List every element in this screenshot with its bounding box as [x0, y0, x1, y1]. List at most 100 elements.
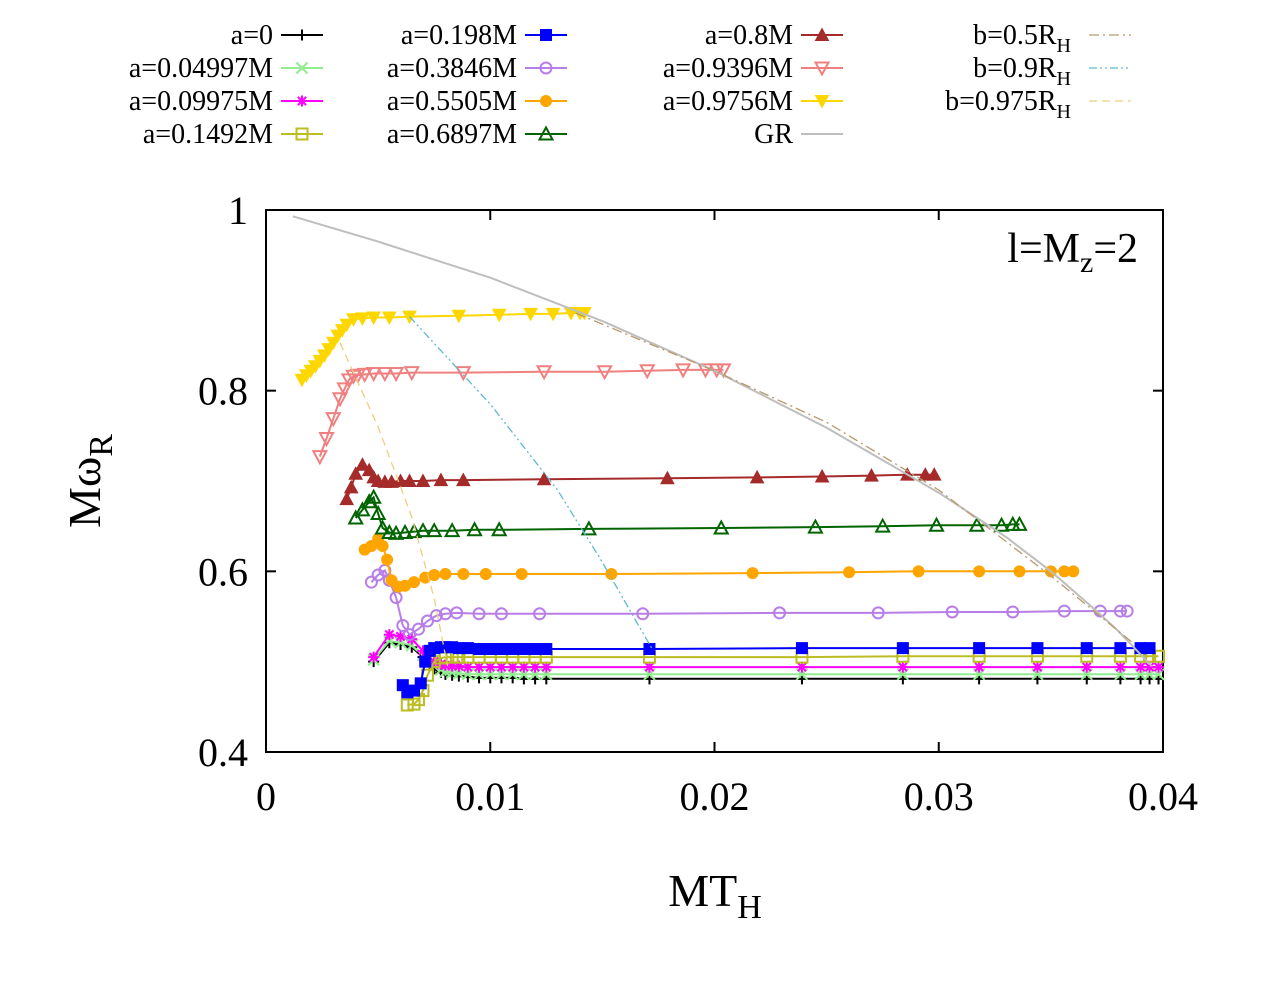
data-point: [1011, 515, 1028, 531]
legend-entry-b-0-975rh: b=0.975RH: [945, 86, 1131, 123]
data-point: [414, 677, 427, 690]
data-point: [462, 661, 474, 673]
data-point: [1114, 642, 1127, 655]
data-point: [439, 659, 451, 671]
data-point: [419, 655, 432, 668]
data-point: [417, 645, 429, 657]
data-point: [457, 568, 470, 581]
y-tick-label: 0.8: [198, 369, 248, 414]
data-point: [536, 471, 552, 486]
data-point: [365, 367, 382, 383]
x-tick-label: 0.02: [680, 774, 750, 819]
x-tick-label: 0.03: [904, 774, 974, 819]
data-point: [387, 524, 405, 540]
data-point: [746, 567, 759, 580]
legend-label: a=0.1492M: [143, 119, 273, 150]
data-point: [494, 607, 508, 621]
y-tick-label: 0.4: [198, 730, 248, 775]
legend-marker: [540, 29, 552, 41]
series-line: [292, 215, 1153, 667]
series-layer: [292, 215, 1166, 712]
legend-label: a=0.09975M: [129, 86, 273, 117]
data-point: [360, 493, 378, 509]
series-a-0-8m: [339, 457, 942, 506]
data-point: [1067, 565, 1080, 578]
data-point: [491, 521, 508, 537]
data-point: [529, 661, 541, 673]
series-line: [339, 342, 449, 667]
data-point: [643, 643, 656, 656]
data-point: [325, 412, 342, 428]
data-point: [928, 516, 945, 532]
data-point: [355, 457, 370, 471]
data-point: [871, 606, 885, 620]
data-point: [945, 605, 959, 619]
data-point: [433, 472, 449, 487]
data-point: [339, 491, 355, 506]
legend-entry-a-0-6897m: a=0.6897M: [387, 119, 567, 150]
data-point: [318, 432, 335, 448]
data-point: [926, 467, 942, 481]
data-point: [405, 522, 423, 539]
data-point: [376, 540, 389, 553]
series-a-0-9396m: [311, 363, 732, 466]
data-point: [545, 307, 561, 322]
series-b-0-975rh: [339, 342, 449, 667]
data-point: [507, 661, 519, 673]
legend-label: a=0: [231, 20, 273, 51]
data-point: [1143, 642, 1156, 655]
data-point: [387, 367, 405, 383]
data-point: [395, 630, 407, 642]
data-point: [807, 518, 824, 534]
data-point: [408, 684, 421, 697]
data-point: [368, 651, 380, 663]
data-point: [443, 522, 461, 538]
data-point: [1113, 604, 1127, 618]
legend-label: a=0.8M: [705, 20, 793, 51]
legend-entry-a-0-9756m: a=0.9756M: [663, 86, 843, 117]
data-point: [339, 318, 355, 333]
legend-marker: [814, 95, 830, 109]
data-point: [643, 661, 655, 673]
data-point: [439, 568, 452, 581]
data-point: [533, 607, 547, 621]
legend-entry-a-0-9396m: a=0.9396M: [663, 53, 843, 84]
legend-entry-gr: GR: [754, 119, 843, 150]
series-a-0-5505m: [358, 532, 1080, 593]
series-line: [370, 568, 1128, 636]
x-tick-label: 0.04: [1128, 774, 1198, 819]
data-point: [517, 643, 530, 656]
data-point: [529, 643, 542, 656]
legend-label: a=0.3846M: [387, 53, 517, 84]
data-point: [917, 467, 933, 481]
data-point: [973, 642, 986, 655]
legend-marker: [296, 95, 308, 107]
data-point: [1152, 649, 1166, 663]
legend-label: b=0.5RH: [973, 20, 1071, 57]
legend-entry-a-0-3846m: a=0.3846M: [387, 53, 567, 84]
data-point: [456, 472, 471, 487]
data-point: [1153, 661, 1165, 673]
data-point: [455, 366, 472, 382]
data-point: [1135, 661, 1147, 673]
legend-label: a=0.5505M: [387, 86, 517, 117]
data-point: [506, 643, 519, 656]
x-tick-label: 0: [256, 774, 276, 819]
data-point: [453, 660, 465, 672]
data-point: [660, 470, 675, 485]
data-point: [396, 619, 410, 633]
data-point: [540, 661, 552, 673]
data-point: [383, 629, 395, 641]
data-point: [874, 517, 891, 533]
data-point: [674, 363, 692, 379]
series-a-0-1492m: [400, 649, 1166, 712]
data-point: [1031, 642, 1044, 655]
data-point: [523, 307, 538, 322]
legend-label: a=0.04997M: [129, 53, 273, 84]
data-point: [968, 516, 986, 532]
data-point: [355, 312, 370, 326]
legend: a=0a=0.04997Ma=0.09975Ma=0.1492Ma=0.198M…: [129, 20, 1131, 150]
y-tick-label: 1: [228, 188, 248, 233]
